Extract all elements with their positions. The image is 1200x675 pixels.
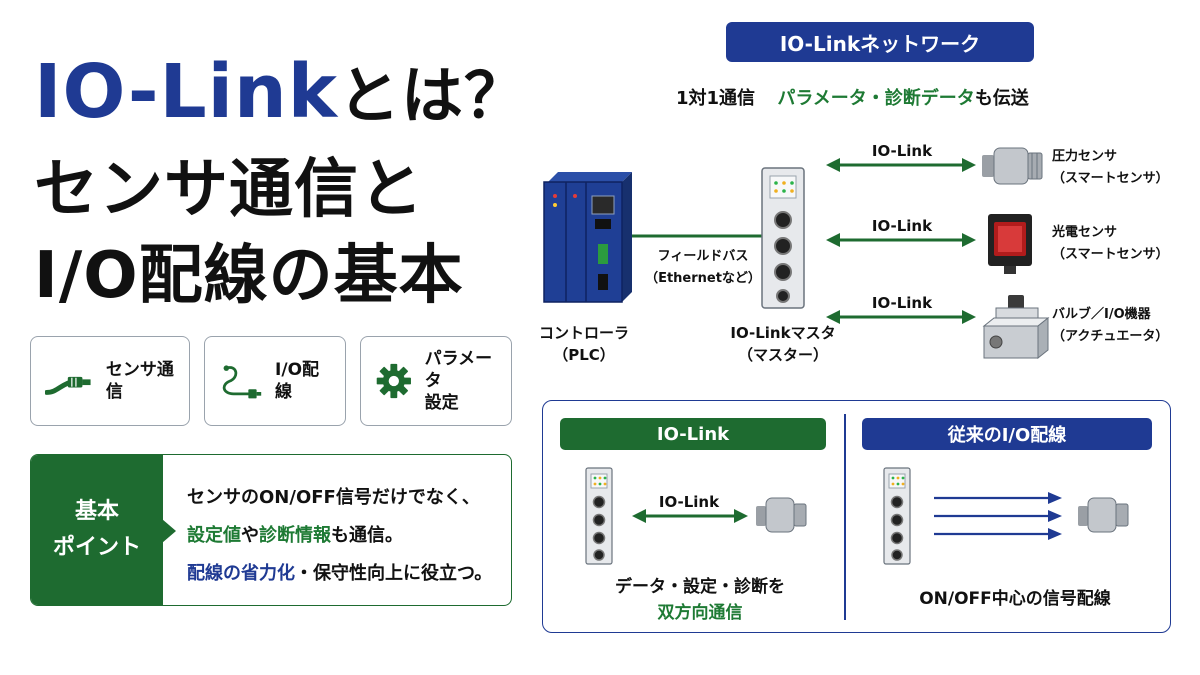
tag-notch [162, 519, 176, 543]
gear-icon [376, 363, 411, 399]
basic-point-text: センサのON/OFF信号だけでなく、 設定値や診断情報も通信。 配線の省力化・保… [187, 479, 492, 593]
tag-line2: ポイント [52, 535, 141, 560]
device-valve-label: バルブ／I/O機器 （アクチュエータ） [1052, 304, 1192, 348]
plc-label: コントローラ （PLC） [534, 322, 634, 366]
master-label-line1: IO-Linkマスタ [730, 324, 836, 342]
point-text: ・保守性向上に役立つ。 [295, 563, 493, 584]
keyword-wiring-saving: 配線の省力化 [187, 563, 295, 584]
card-parameter: パラメータ 設定 [360, 336, 512, 426]
device-photoelectric-label: 光電センサ （スマートセンサ） [1052, 222, 1186, 266]
card-label: センサ通信 [105, 360, 174, 402]
device-label-line2: （スマートセンサ） [1052, 247, 1169, 262]
compare-left-caption: データ・設定・診断を 双方向通信 [580, 574, 820, 626]
basic-point-box: 基本 ポイント センサのON/OFF信号だけでなく、 設定値や診断情報も通信。 … [30, 454, 512, 606]
device-label-line2: （アクチュエータ） [1052, 329, 1169, 344]
bidirectional-arrow [632, 509, 748, 523]
link-label-1: IO-Link [871, 142, 933, 160]
sub-one-to-one: 1対1通信 [676, 88, 756, 109]
master-label-line2: （マスター） [737, 346, 828, 364]
tag-line1: 基本 [74, 499, 119, 524]
card-label-line2: 設定 [424, 393, 459, 413]
wiring-icon [222, 365, 262, 399]
device-pressure-label: 圧力センサ （スマートセンサ） [1052, 146, 1186, 190]
compare-link-label: IO-Link [658, 493, 720, 511]
device-label-line1: 光電センサ [1052, 225, 1118, 240]
point-line3: 配線の省力化・保守性向上に役立つ。 [187, 555, 492, 593]
fieldbus-label-line2: （Ethernetなど） [645, 271, 761, 286]
network-subtitle: 1対1通信 パラメータ・診断データも伝送 [676, 84, 1029, 110]
plc-icon [543, 172, 632, 303]
card-label: パラメータ 設定 [425, 348, 497, 414]
basic-point-tag: 基本 ポイント [31, 455, 163, 605]
point-line2: 設定値や診断情報も通信。 [187, 517, 492, 555]
io-link-master-small-icon [585, 467, 613, 565]
keyword-diagnosis: 診断情報 [259, 525, 331, 546]
io-link-master-icon [761, 167, 805, 309]
device-label-line1: 圧力センサ [1052, 149, 1118, 164]
point-text: や [241, 525, 259, 546]
compare-divider [844, 414, 846, 620]
card-io-wiring: I/O配線 [204, 336, 346, 426]
left-caption-line1: データ・設定・診断を [615, 577, 785, 597]
cable-icon [45, 376, 91, 395]
page-title-line1: IO-Linkとは？ [34, 52, 527, 136]
fieldbus-label: フィールドバス （Ethernetなど） [644, 246, 762, 290]
link-label-3: IO-Link [871, 294, 933, 312]
sensor-small-icon-left [756, 497, 807, 533]
sub-also-transmit: も伝送 [974, 88, 1029, 109]
network-diagram [543, 147, 1050, 360]
device-label-line2: （スマートセンサ） [1052, 171, 1169, 186]
compare-right-caption: ON/OFF中心の信号配線 [919, 589, 1111, 609]
keyword-settings: 設定値 [187, 525, 241, 546]
page-title-line2: センサ通信と [34, 153, 424, 227]
network-title: IO-Linkネットワーク [726, 22, 1034, 62]
left-caption-line2: 双方向通信 [657, 603, 743, 623]
plc-label-line1: コントローラ [538, 324, 629, 342]
fieldbus-label-line1: フィールドバス [657, 249, 749, 264]
sub-param-diag: パラメータ・診断データ [777, 88, 975, 109]
card-label: I/O配線 [275, 360, 320, 402]
link-label-2: IO-Link [871, 217, 933, 235]
sensor-small-icon-right [1078, 497, 1129, 533]
point-line1: センサのON/OFF信号だけでなく、 [187, 487, 480, 508]
device-label-line1: バルブ／I/O機器 [1052, 307, 1151, 322]
master-label: IO-Linkマスタ （マスター） [712, 322, 854, 366]
conventional-master-icon [883, 467, 911, 565]
title-suffix: とは？ [337, 59, 527, 132]
card-label-line1: パラメータ [424, 349, 493, 391]
photoelectric-sensor-icon [988, 214, 1032, 274]
pressure-sensor-icon [982, 147, 1043, 185]
plc-label-line2: （PLC） [553, 346, 615, 364]
compare-left-title: IO-Link [560, 418, 826, 450]
page-title-line3: I/O配線の基本 [34, 239, 464, 313]
card-sensor-comm: センサ通信 [30, 336, 190, 426]
valve-icon [982, 295, 1050, 360]
compare-right-title: 従来のI/O配線 [862, 418, 1152, 450]
title-brand: IO-Link [34, 49, 338, 135]
point-text: も通信。 [331, 525, 403, 546]
conventional-signal-arrows [934, 492, 1062, 540]
